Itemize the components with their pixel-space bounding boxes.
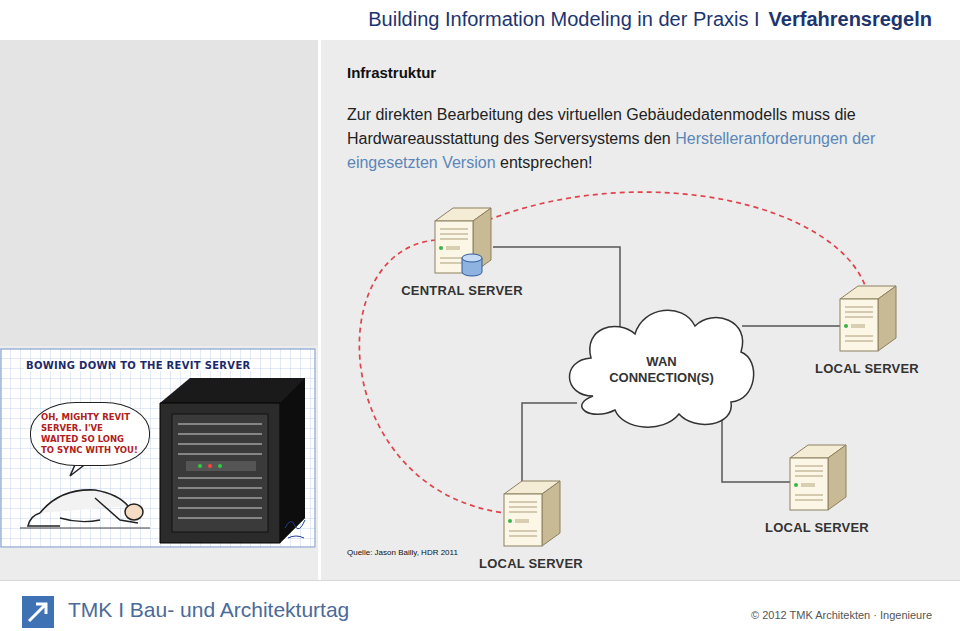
body-text: entsprechen! xyxy=(500,154,593,171)
server-icon xyxy=(836,283,898,353)
network-line xyxy=(742,325,840,327)
server-label: LOCAL SERVER xyxy=(765,520,869,535)
server-icon xyxy=(500,478,562,548)
server-label: CENTRAL SERVER xyxy=(401,283,523,298)
source-note: Quelle: Jason Bailly, HDR 2011 xyxy=(347,548,458,557)
server-node: LOCAL SERVER xyxy=(500,478,562,548)
footer-copyright: © 2012 TMK Architekten · Ingenieure xyxy=(751,609,932,621)
footer-title: TMK I Bau- und Architekturtag xyxy=(68,598,349,622)
bubble-text: OH, MIGHTY REVIT SERVER. I'VE WAITED SO … xyxy=(41,412,139,456)
header-row: Building Information Modeling in der Pra… xyxy=(368,8,932,31)
server-node: CENTRAL SERVER xyxy=(431,205,493,275)
cloud-label: WAN CONNECTION(S) xyxy=(600,354,724,386)
server-icon xyxy=(786,442,848,512)
replication-link xyxy=(359,240,505,513)
cartoon-title: BOWING DOWN TO THE REVIT SERVER xyxy=(24,360,253,371)
slide-subtitle: Verfahrensregeln xyxy=(769,8,932,30)
database-icon xyxy=(461,253,483,277)
network-line xyxy=(722,407,790,482)
server-label: LOCAL SERVER xyxy=(815,361,919,376)
cloud-node: WAN CONNECTION(S) xyxy=(555,298,760,433)
server-label: LOCAL SERVER xyxy=(479,556,583,571)
company-logo xyxy=(22,596,54,628)
server-node: LOCAL SERVER xyxy=(786,442,848,512)
body-paragraph: Zur direkten Bearbeitung des virtuellen … xyxy=(347,103,912,175)
slide-title: Building Information Modeling in der Pra… xyxy=(368,8,759,30)
server-node: LOCAL SERVER xyxy=(836,283,898,353)
section-heading: Infrastruktur xyxy=(347,64,436,81)
network-line xyxy=(522,403,577,482)
cloud-text-box: WAN CONNECTION(S) xyxy=(600,354,724,386)
speech-bubble: OH, MIGHTY REVIT SERVER. I'VE WAITED SO … xyxy=(30,402,150,466)
replication-link xyxy=(488,192,866,288)
